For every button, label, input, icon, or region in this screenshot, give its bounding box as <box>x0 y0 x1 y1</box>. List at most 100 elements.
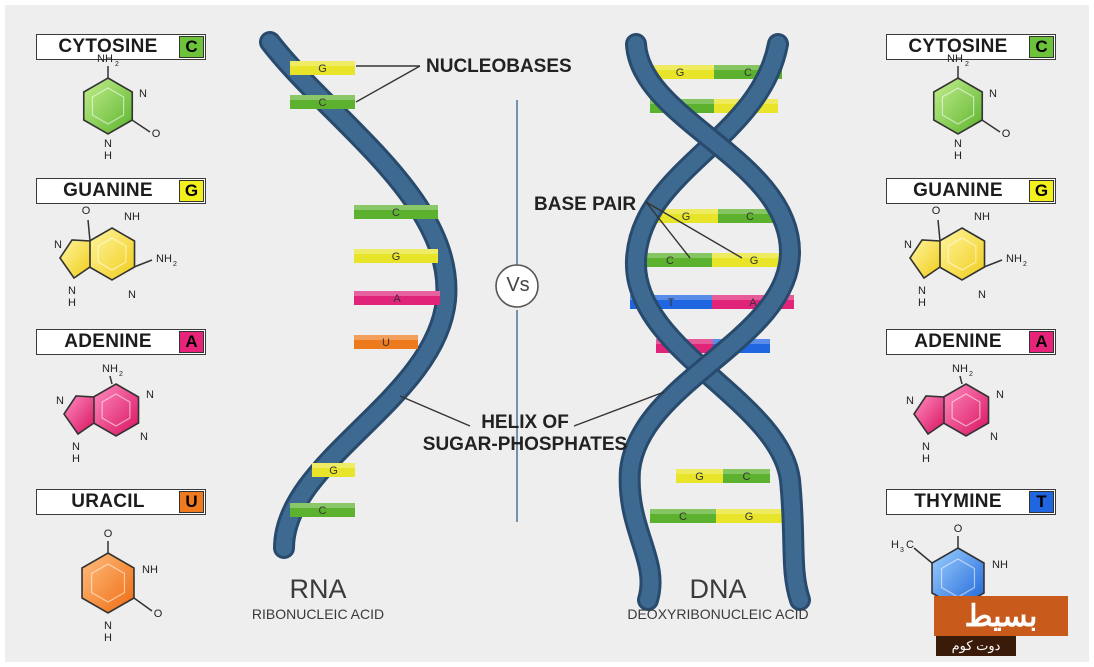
rung-shine <box>354 205 438 210</box>
atom-label: O <box>154 608 163 620</box>
atom-label: H <box>72 453 80 465</box>
rung-shine <box>354 335 418 340</box>
atom-label: 2 <box>1023 261 1027 268</box>
bond-line <box>981 119 1001 133</box>
atom-label: N <box>146 389 154 401</box>
rung-shine <box>646 65 782 70</box>
callout-line <box>645 201 743 259</box>
bond-line <box>983 259 1003 268</box>
atom-label: H <box>954 150 962 162</box>
adenine-pentagon <box>913 395 945 436</box>
dna-rung-letter-right: C <box>744 67 752 79</box>
atom-label: H <box>918 297 926 309</box>
atom-label: N <box>922 441 930 453</box>
rna-rung-letter: G <box>318 63 327 75</box>
right-label-name: THYMINE <box>914 491 1002 512</box>
logo-sub-text: دوت كوم <box>936 636 1016 656</box>
rna-rung-letter: G <box>329 465 338 477</box>
atom-label: O <box>954 523 963 535</box>
atom-label: O <box>932 205 941 217</box>
right-label-name: ADENINE <box>914 331 1002 352</box>
rung-shine <box>656 339 770 344</box>
atom-label: NH <box>992 559 1008 571</box>
rung-shine <box>290 61 355 66</box>
atom-label: N <box>140 431 148 443</box>
base-pair-callout: BASE PAIR <box>534 194 637 215</box>
dna-rung-letter-left: T <box>668 297 675 309</box>
bond-line <box>131 119 151 133</box>
atom-label: NH <box>952 363 968 375</box>
ring-highlight <box>951 393 981 427</box>
dna-rung-right <box>718 209 782 223</box>
dna-rung-left <box>628 253 712 267</box>
bond-line <box>959 375 963 385</box>
atom-label: N <box>904 239 912 251</box>
bond-line <box>913 547 933 564</box>
helix-callout-line2: SUGAR-PHOSPHATES <box>422 434 628 455</box>
dna-rung-letter-left: G <box>676 67 685 79</box>
adenine-hexagon <box>92 383 140 437</box>
rung-shine <box>628 253 796 258</box>
atom-label: NH <box>947 53 963 65</box>
callout-lines <box>355 65 743 427</box>
dna-rung-left <box>646 65 714 79</box>
dna-rung-right <box>716 509 782 523</box>
callout-line <box>355 65 421 103</box>
dna-rung-right <box>712 253 796 267</box>
right-label-letter: A <box>1029 331 1054 353</box>
logo-main-text: بسيط <box>934 596 1068 636</box>
rna-rung-g <box>312 463 355 477</box>
atom-label: N <box>989 88 997 100</box>
left-label-letter: A <box>179 331 204 353</box>
atom-label: N <box>978 289 986 301</box>
ring-highlight <box>947 237 977 271</box>
rung-shine <box>312 463 355 468</box>
rna-rung-letter: C <box>319 505 327 517</box>
atom-label: H <box>891 539 899 551</box>
ring-highlight <box>91 87 125 125</box>
nucleobases-callout: NUCLEOBASES <box>426 56 572 77</box>
callout-line <box>399 395 471 427</box>
left-label-name: CYTOSINE <box>58 36 158 57</box>
atom-label: N <box>104 138 112 150</box>
atom-label: NH <box>974 211 990 223</box>
guanine-hexagon <box>938 227 986 281</box>
bond-line <box>133 597 153 612</box>
rung-shine <box>654 209 782 214</box>
left-label-name: ADENINE <box>64 331 152 352</box>
rung-shine <box>630 295 794 300</box>
left-label-name: URACIL <box>71 491 145 512</box>
rung-shine <box>290 95 355 100</box>
uracil-ring <box>81 552 135 614</box>
left-label-name: GUANINE <box>63 180 153 201</box>
dna-rung-letter-right: C <box>746 211 754 223</box>
left-label-guanine: GUANINE G <box>36 178 206 204</box>
right-label-letter: C <box>1029 36 1054 58</box>
atom-label: N <box>996 389 1004 401</box>
left-label-letter: G <box>179 180 204 202</box>
atom-label: N <box>954 138 962 150</box>
rung-shine <box>290 503 355 508</box>
bond-line <box>87 219 91 242</box>
atom-label: NH <box>1006 253 1022 265</box>
rung-shine <box>354 249 438 254</box>
dna-title: DNA <box>689 574 747 604</box>
site-watermark-logo: بسيط دوت كوم <box>934 596 1068 658</box>
dna-rung-letter-left: C <box>666 255 674 267</box>
left-label-letter: U <box>179 491 204 513</box>
atom-label: H <box>68 297 76 309</box>
rna-rung-letter: A <box>393 293 401 305</box>
ring-highlight <box>101 393 131 427</box>
